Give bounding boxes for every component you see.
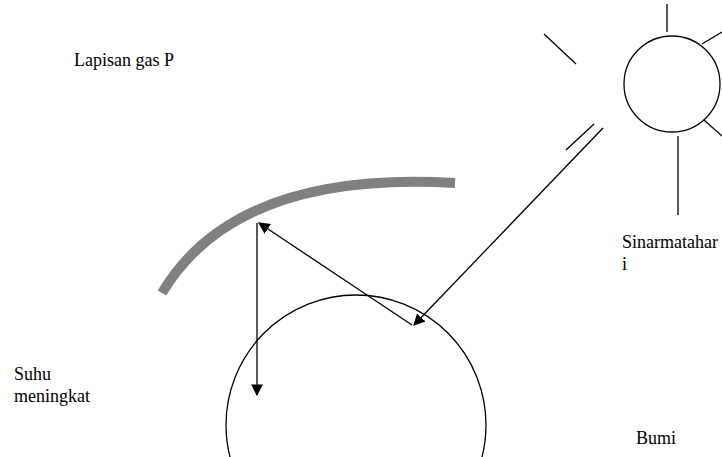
trapped-ray <box>256 223 257 395</box>
sun-rays <box>544 4 722 215</box>
sunlight-label: Sinarmatahari <box>622 232 718 275</box>
sun-circle <box>624 36 720 132</box>
reflected-ray <box>259 223 412 325</box>
gas-layer-label: Lapisan gas P <box>74 50 174 72</box>
temperature-label: Suhu meningkat <box>14 364 114 407</box>
earth-label: Bumi <box>636 428 676 450</box>
earth-circle <box>226 295 486 457</box>
gas-layer <box>162 182 455 293</box>
incoming-ray <box>414 128 603 325</box>
